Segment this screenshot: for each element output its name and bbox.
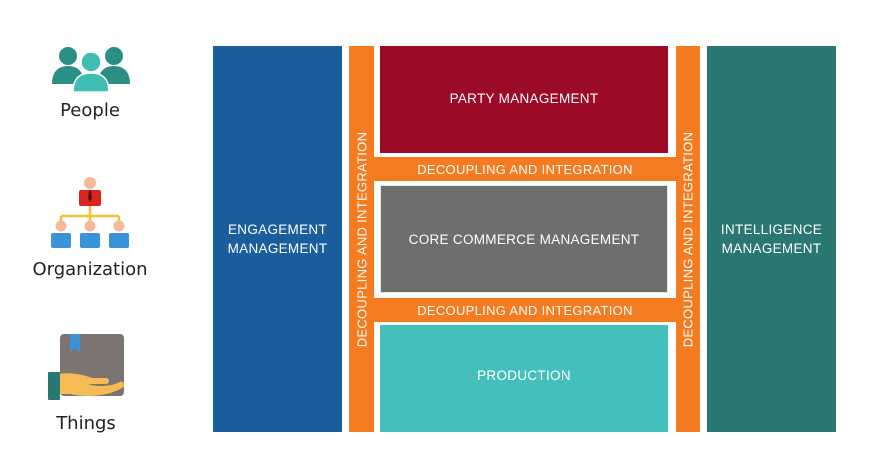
decoupling-bottom-band: DECOUPLING AND INTEGRATION [374, 298, 676, 322]
core-commerce-management-label: CORE COMMERCE MANAGEMENT [408, 231, 640, 247]
production-label: PRODUCTION [477, 368, 571, 383]
decoupling-top-band: DECOUPLING AND INTEGRATION [374, 157, 676, 181]
box-in-hand-icon [48, 334, 125, 400]
things-label: Things [56, 413, 116, 434]
engagement-management-label: ENGAGEMENT MANAGEMENT [227, 222, 328, 256]
production-block: PRODUCTION [380, 325, 668, 432]
decoupling-bottom-label: DECOUPLING AND INTEGRATION [417, 302, 633, 318]
decoupling-right-bar: DECOUPLING AND INTEGRATION [676, 46, 700, 432]
core-commerce-management-block: CORE COMMERCE MANAGEMENT [380, 185, 668, 293]
decoupling-left-bar: DECOUPLING AND INTEGRATION [349, 46, 374, 432]
people-group-icon [52, 47, 130, 92]
party-management-block: PARTY MANAGEMENT [380, 46, 668, 153]
org-chart-icon [51, 177, 129, 248]
people-label: People [60, 100, 120, 121]
organization-label: Organization [32, 259, 148, 280]
intelligence-management-block: INTELLIGENCE MANAGEMENT [707, 46, 836, 432]
decoupling-right-label: DECOUPLING AND INTEGRATION [680, 131, 696, 347]
intelligence-management-label: INTELLIGENCE MANAGEMENT [720, 222, 823, 256]
party-management-label: PARTY MANAGEMENT [449, 91, 599, 106]
decoupling-left-label: DECOUPLING AND INTEGRATION [354, 131, 369, 347]
decoupling-top-label: DECOUPLING AND INTEGRATION [417, 161, 633, 177]
engagement-management-block: ENGAGEMENT MANAGEMENT [213, 46, 342, 432]
